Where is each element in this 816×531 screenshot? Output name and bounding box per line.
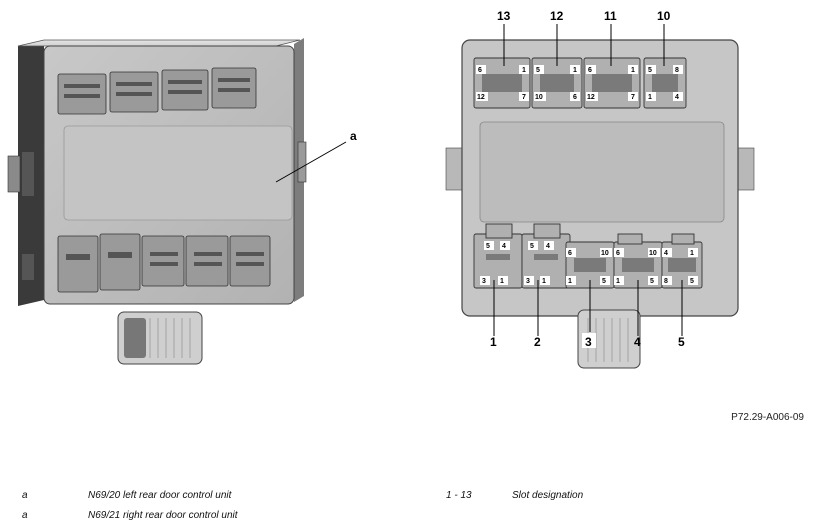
connector-4: 6 10 1 5 [613, 233, 663, 289]
figure-reference: P72.29-A006-09 [731, 412, 804, 423]
pin-label: 12 [587, 94, 595, 101]
legend-row: a N69/20 left rear door control unit [0, 490, 816, 504]
pin-label: 4 [546, 243, 550, 250]
slot-label-3: 3 [585, 335, 592, 349]
pin-label: 5 [648, 67, 652, 74]
pin-label: 4 [664, 250, 668, 257]
pin-label: 12 [477, 94, 485, 101]
pin-label: 5 [650, 278, 654, 285]
legend-key: 1 - 13 [446, 490, 472, 501]
pin-label: 8 [664, 278, 668, 285]
slot-leaders [493, 24, 683, 336]
legend-text: N69/21 right rear door control unit [88, 510, 238, 521]
pin-label: 10 [535, 94, 543, 101]
slot-label-11: 11 [604, 9, 617, 23]
slot-label-10: 10 [657, 9, 671, 23]
slot-label-2: 2 [534, 335, 541, 349]
pin-label: 1 [542, 278, 546, 285]
pin-label: 5 [690, 278, 694, 285]
pin-label: 1 [568, 278, 572, 285]
pin-label: 5 [602, 278, 606, 285]
pin-label: 5 [530, 243, 534, 250]
control-unit-diagram: a 6 1 12 7 5 1 10 6 6 1 12 7 [7, 9, 755, 369]
pin-label: 1 [648, 94, 652, 101]
pin-label: 10 [601, 250, 609, 257]
slot-label-5: 5 [678, 335, 685, 349]
pin-label: 4 [675, 94, 679, 101]
pin-label: 1 [616, 278, 620, 285]
connector-11: 6 1 12 7 [583, 57, 641, 109]
pin-label: 4 [502, 243, 506, 250]
legend-row: a N69/21 right rear door control unit [0, 510, 816, 524]
pin-label: 1 [631, 67, 635, 74]
legend-key: a [22, 490, 28, 501]
pin-label: 6 [616, 250, 620, 257]
connector-5: 4 1 8 5 [661, 233, 703, 289]
slot-label-1: 1 [490, 335, 497, 349]
pin-label: 8 [675, 67, 679, 74]
connector-12: 5 1 10 6 [531, 57, 583, 109]
connector-1: 5 4 3 1 [473, 223, 523, 289]
connector-3: 6 10 1 5 [565, 241, 615, 289]
pin-label: 1 [522, 67, 526, 74]
pin-label: 3 [482, 278, 486, 285]
slot-label-4: 4 [634, 335, 641, 349]
legend-text: N69/20 left rear door control unit [88, 490, 232, 501]
legend-text: Slot designation [512, 490, 584, 501]
pin-label: 6 [573, 94, 577, 101]
pin-label: 5 [536, 67, 540, 74]
pin-label: 6 [568, 250, 572, 257]
pin-label: 1 [500, 278, 504, 285]
pin-label: 3 [526, 278, 530, 285]
legend-key: a [22, 510, 28, 521]
connector-2: 5 4 3 1 [521, 223, 571, 289]
connector-13: 6 1 12 7 [473, 57, 531, 109]
pin-label: 7 [522, 94, 526, 101]
slot-label-13: 13 [497, 9, 511, 23]
pin-label: 1 [690, 250, 694, 257]
connector-10: 5 8 1 4 [643, 57, 687, 109]
pin-label: 1 [573, 67, 577, 74]
pin-label: 7 [631, 94, 635, 101]
pin-label: 5 [486, 243, 490, 250]
slot-label-12: 12 [550, 9, 564, 23]
pin-label: 6 [588, 67, 592, 74]
housing-3d [7, 38, 307, 365]
callout-a-label: a [350, 129, 357, 143]
pin-label: 10 [649, 250, 657, 257]
legend-row: 1 - 13 Slot designation [0, 490, 816, 504]
pin-label: 6 [478, 67, 482, 74]
callout-a-leader [275, 141, 347, 183]
